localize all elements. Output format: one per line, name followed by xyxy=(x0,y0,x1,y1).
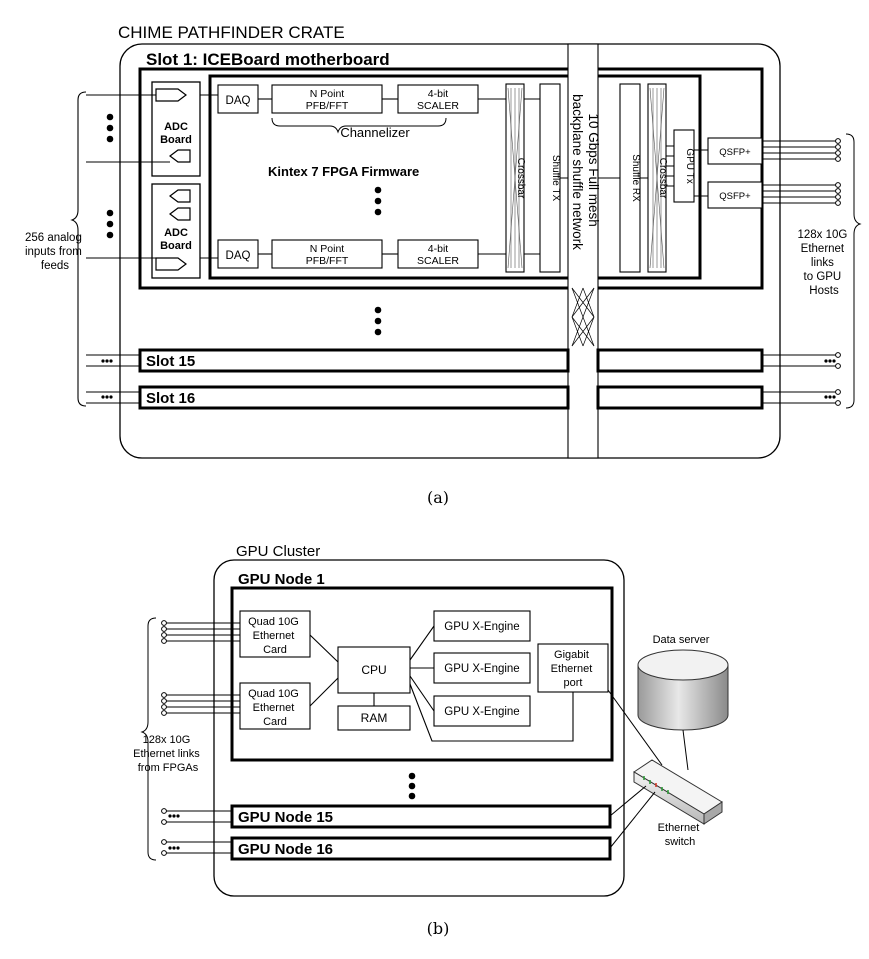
adc-label: ADC xyxy=(164,121,188,133)
slot1-box xyxy=(138,67,764,290)
daq-label: DAQ xyxy=(226,250,251,262)
adc-connector-icon xyxy=(155,257,187,271)
gpu-node16-label: GPU Node 16 xyxy=(238,841,333,858)
gpu-node15-box xyxy=(230,804,612,829)
fpga-firmware-label: Kintex 7 FPGA Firmware xyxy=(268,164,419,179)
cluster-outline xyxy=(213,559,625,897)
ellipsis-dots-left xyxy=(101,113,114,399)
ram-label: RAM xyxy=(361,711,388,725)
shuffle-rx-label: Shuffle RX xyxy=(630,154,641,202)
gpu-node15-label: GPU Node 15 xyxy=(238,809,333,826)
backplane-label: 10 Gbps Full mesh backplane shuffle netw… xyxy=(570,94,601,250)
pfb-label: PFB/FFT xyxy=(306,255,349,267)
adc-label: ADC xyxy=(164,227,188,239)
pfb-label: PFB/FFT xyxy=(306,100,349,112)
slot15-box xyxy=(596,348,764,373)
analog-inputs-label: 256 analog inputs from feeds xyxy=(25,232,85,272)
gpu-tx-box xyxy=(673,129,695,203)
slot16-box xyxy=(138,385,570,410)
cluster-title: GPU Cluster xyxy=(236,543,320,560)
crate-outline xyxy=(119,43,781,459)
adc-connector-icon xyxy=(155,88,187,102)
gpu-node16-box xyxy=(230,836,612,861)
adc-connector-icon xyxy=(169,189,191,203)
slot16-label: Slot 16 xyxy=(146,390,195,407)
adc-connector-icon xyxy=(169,149,191,163)
adc-board-bottom: ADC Board xyxy=(151,183,201,279)
channelizer-top-row xyxy=(200,84,506,114)
qsfp-label: QSFP+ xyxy=(719,147,751,158)
crossbar-gpu-links xyxy=(666,145,674,187)
channelizer-brace xyxy=(271,117,447,134)
shuffle-tx-label: Shuffle TX xyxy=(550,155,561,202)
scaler-label: SCALER xyxy=(417,255,459,267)
slot1-title: Slot 1: ICEBoard motherboard xyxy=(146,50,390,69)
node1-components xyxy=(239,610,609,742)
x-engine-label: GPU X-Engine xyxy=(444,663,519,675)
fpga-input-links xyxy=(140,617,240,861)
quad-card-label: Quad 10G Ethernet Card xyxy=(248,616,302,656)
data-server-icon xyxy=(637,649,729,731)
adc-board-top: ADC Board xyxy=(151,81,201,177)
pfb-label: N Point xyxy=(310,243,345,255)
crate-title: CHIME PATHFINDER CRATE xyxy=(118,23,345,42)
ellipsis-dots-right xyxy=(824,359,836,399)
ethernet-switch-icon xyxy=(633,759,723,825)
pfb-label: N Point xyxy=(310,88,345,100)
fpga-firmware-box xyxy=(208,74,702,280)
ellipsis-dots-inputs xyxy=(168,814,180,850)
qsfp-label: QSFP+ xyxy=(719,191,751,202)
adc-label: Board xyxy=(160,240,192,252)
crossbar-label: Crossbar xyxy=(657,158,668,199)
fpga-inputs-label: 128x 10G Ethernet links from FPGAs xyxy=(133,734,203,774)
gige-label: Gigabit Ethernet port xyxy=(551,649,596,689)
figure-a: CHIME PATHFINDER CRATE Slot 1: ICEBoard … xyxy=(25,23,862,507)
slot15-label: Slot 15 xyxy=(146,353,195,370)
data-server-label: Data server xyxy=(653,634,710,646)
adc-connector-icon xyxy=(169,207,191,221)
slot16-box xyxy=(596,385,764,410)
caption-b: (b) xyxy=(427,919,450,938)
gpu-tx-label: GPU Tx xyxy=(684,148,695,183)
crossbar-rx: Crossbar xyxy=(647,83,668,273)
daq-label: DAQ xyxy=(226,95,251,107)
ethernet-outputs-label: 128x 10G Ethernet links to GPU Hosts xyxy=(797,229,850,297)
full-mesh-icon xyxy=(571,287,595,347)
scaler-label: SCALER xyxy=(417,100,459,112)
scaler-label: 4-bit xyxy=(428,243,449,255)
ellipsis-dots-nodes xyxy=(408,772,416,800)
adc-label: Board xyxy=(160,134,192,146)
x-engine-label: GPU X-Engine xyxy=(444,621,519,633)
gpu-node1-title: GPU Node 1 xyxy=(238,571,325,588)
figure-b: GPU Cluster GPU Node 1 Quad 10G Ethernet xyxy=(133,543,729,938)
qsfp-box xyxy=(707,181,763,209)
quad-card-label: Quad 10G Ethernet Card xyxy=(248,688,302,728)
backplane-box xyxy=(567,43,599,459)
crossbar-tx: Crossbar xyxy=(505,83,526,273)
channelizer-label: Channelizer xyxy=(340,125,410,140)
ellipsis-dots-slots xyxy=(374,306,382,336)
ethernet-switch-label: Ethernet switch xyxy=(658,822,703,848)
slot15-box xyxy=(138,348,570,373)
ethernet-output-links xyxy=(762,133,862,409)
crossbar-label: Crossbar xyxy=(515,158,526,199)
caption-a: (a) xyxy=(427,488,449,507)
qsfp-box xyxy=(707,137,763,165)
scaler-label: 4-bit xyxy=(428,88,449,100)
ellipsis-dots-fpga xyxy=(374,186,382,216)
switch-connections xyxy=(607,689,689,849)
x-engine-label: GPU X-Engine xyxy=(444,706,519,718)
cpu-label: CPU xyxy=(361,663,386,677)
analog-input-lines xyxy=(70,91,170,407)
gpu-node1-box xyxy=(230,586,614,762)
channelizer-bottom-row xyxy=(200,239,506,269)
